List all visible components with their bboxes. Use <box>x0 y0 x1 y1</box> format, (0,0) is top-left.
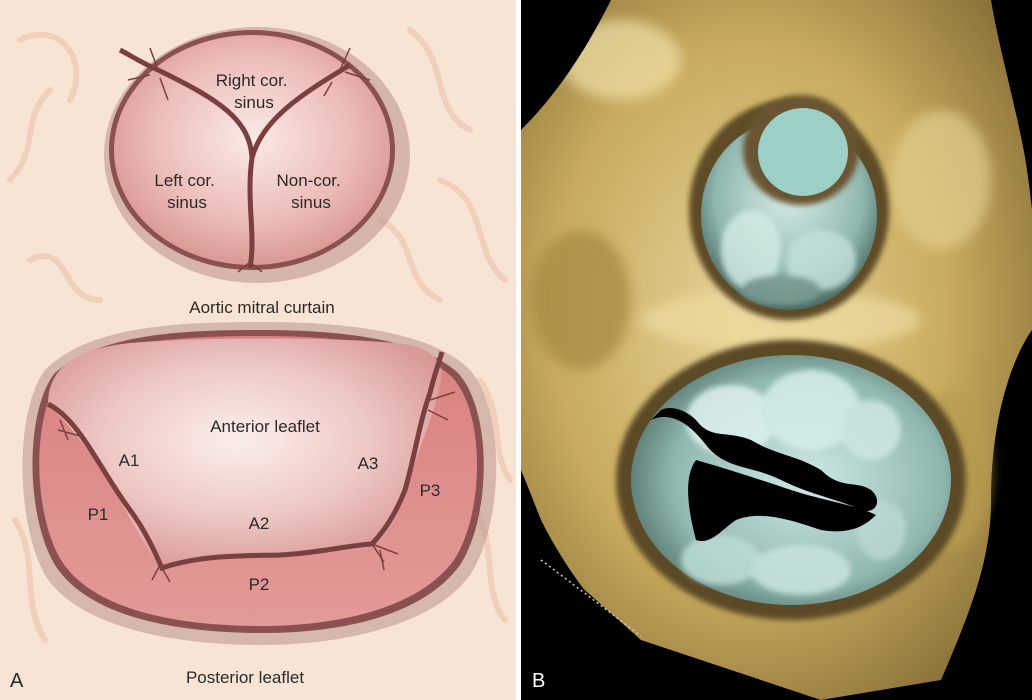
scallop-a1-label: A1 <box>119 451 140 470</box>
noncoronary-sinus-label-line1: Non-cor. <box>277 171 341 190</box>
left-sinus-label-line2: sinus <box>167 193 207 212</box>
left-sinus-label-line1: Left cor. <box>154 171 214 190</box>
echo-3d-rendering: B <box>521 0 1032 700</box>
scallop-a3-label: A3 <box>358 454 379 473</box>
panel-b-letter: B <box>532 670 545 692</box>
scallop-a2-label: A2 <box>249 514 270 533</box>
panel-a-schematic: Right cor. sinus Left cor. sinus Non-cor… <box>0 0 516 700</box>
panel-a-letter: A <box>10 670 24 692</box>
noncoronary-sinus-label-line2: sinus <box>291 193 331 212</box>
panel-b-echo-image: B <box>521 0 1032 700</box>
anterior-leaflet-label: Anterior leaflet <box>210 417 320 436</box>
aortic-mitral-curtain-label: Aortic mitral curtain <box>189 298 334 317</box>
scallop-p2-label: P2 <box>249 575 270 594</box>
mitral-valve-image <box>616 340 966 620</box>
posterior-leaflet-label: Posterior leaflet <box>186 668 304 687</box>
scallop-p1-label: P1 <box>88 505 109 524</box>
valve-diagram: Right cor. sinus Left cor. sinus Non-cor… <box>0 0 516 700</box>
right-sinus-label-line1: Right cor. <box>216 71 288 90</box>
aortic-valve: Right cor. sinus Left cor. sinus Non-cor… <box>104 27 410 283</box>
mitral-valve: Anterior leaflet A1 A3 P1 A2 P3 P2 <box>23 322 497 645</box>
right-sinus-label-line2: sinus <box>234 93 274 112</box>
scallop-p3-label: P3 <box>420 481 441 500</box>
